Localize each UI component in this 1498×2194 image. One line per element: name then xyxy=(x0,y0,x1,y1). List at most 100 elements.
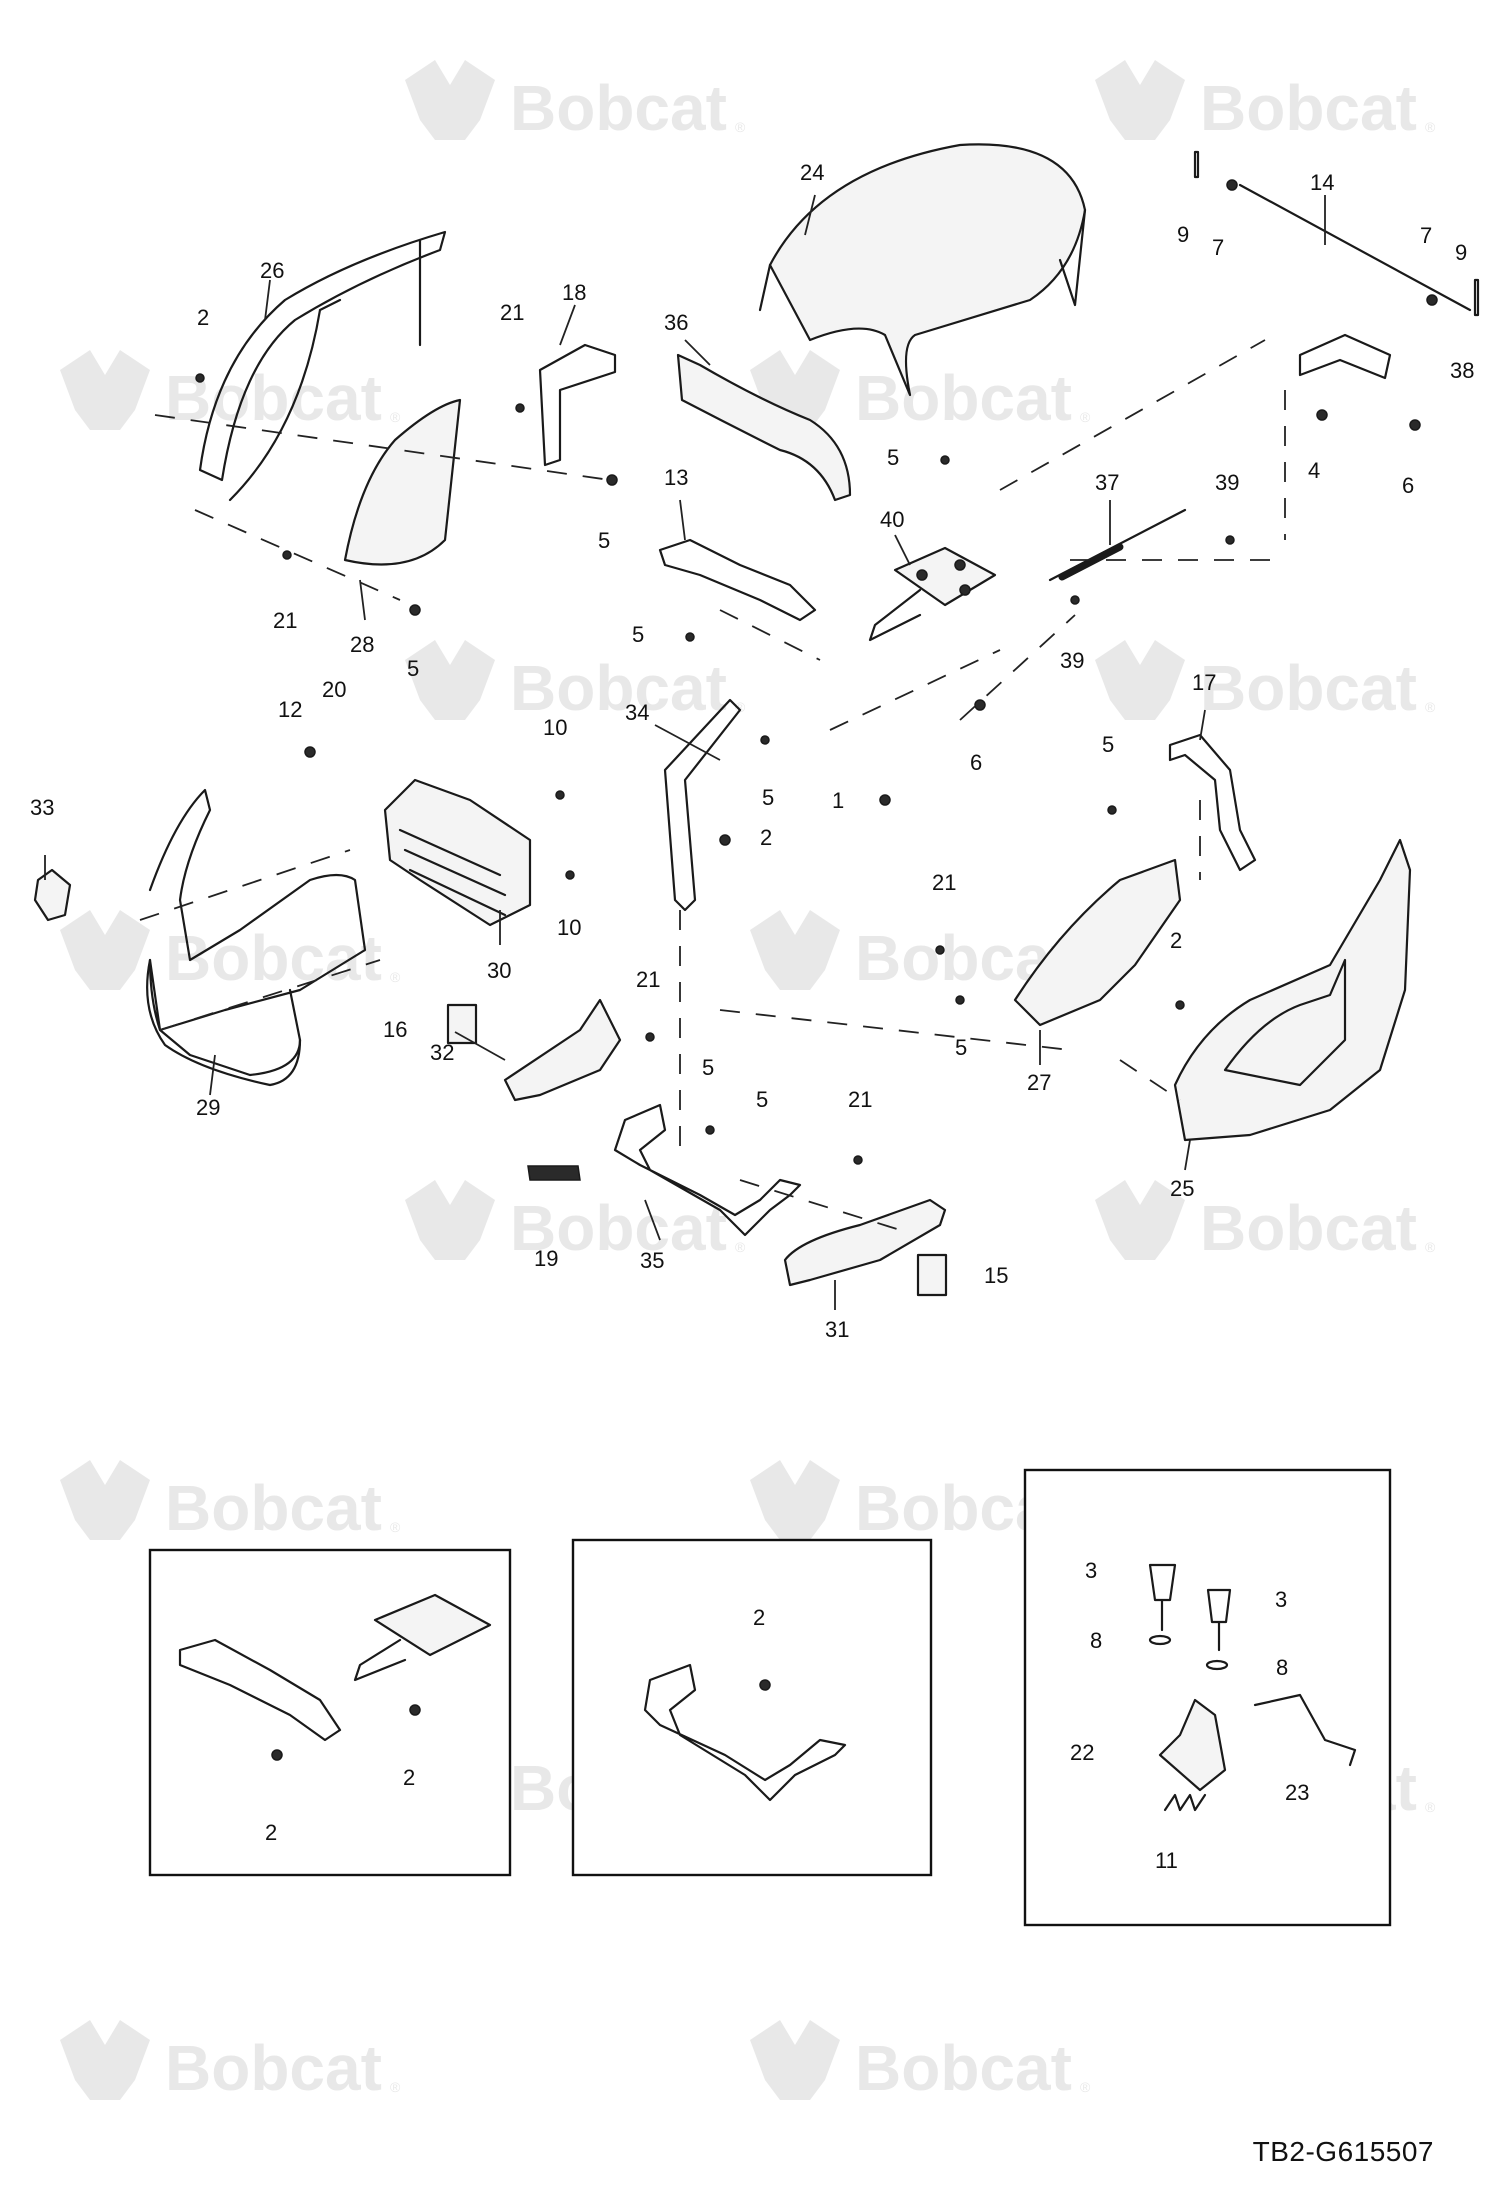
callout-35: 35 xyxy=(640,1248,664,1273)
part-16-foam-block xyxy=(446,1003,478,1045)
callout-30: 30 xyxy=(487,958,511,983)
fastener-icon xyxy=(606,474,618,486)
callout-5: 5 xyxy=(702,1055,714,1080)
leader-line xyxy=(679,499,686,541)
fasteners xyxy=(195,179,1438,1165)
part-13-bracket xyxy=(658,538,817,622)
callout-5: 5 xyxy=(407,656,419,681)
bobcat-logo-icon xyxy=(750,910,840,990)
part-40-hinge-plate xyxy=(893,546,997,607)
inset-1-callout-2: 2 xyxy=(403,1765,415,1790)
watermark-text: Bobcat xyxy=(1200,1192,1417,1264)
callout-5: 5 xyxy=(887,445,899,470)
svg-text:®: ® xyxy=(1080,2079,1091,2095)
fastener-icon xyxy=(565,870,575,880)
callout-18: 18 xyxy=(562,280,586,305)
watermark-3: Bobcat ® xyxy=(60,350,401,434)
callout-21: 21 xyxy=(500,300,524,325)
watermark-6: Bobcat ® xyxy=(1095,640,1436,724)
part-25-right-cowl xyxy=(1173,838,1412,1142)
callout-15: 15 xyxy=(984,1263,1008,1288)
svg-text:®: ® xyxy=(735,119,746,135)
callout-6: 6 xyxy=(970,750,982,775)
watermark-text: Bobcat xyxy=(165,922,382,994)
leader-line xyxy=(559,304,576,346)
inset-2-lower-frame xyxy=(643,1663,847,1802)
callout-5: 5 xyxy=(598,528,610,553)
callout-2: 2 xyxy=(197,305,209,330)
callout-37: 37 xyxy=(1095,470,1119,495)
part-17-bracket xyxy=(1168,733,1257,872)
inset-2-callout-2: 2 xyxy=(753,1605,765,1630)
fastener-icon xyxy=(1226,179,1238,191)
leader-line xyxy=(209,1054,216,1096)
bobcat-logo-icon xyxy=(60,2020,150,2100)
watermark-text: Bobcat xyxy=(165,1472,382,1544)
fastener-icon xyxy=(409,1704,421,1716)
watermark-text: Bobcat xyxy=(165,2032,382,2104)
watermark-11: Bobcat ® xyxy=(60,1460,401,1544)
part-9-pin-right xyxy=(1473,278,1480,317)
callout-34: 34 xyxy=(625,700,649,725)
callout-4: 4 xyxy=(1308,458,1320,483)
part-32-lower-panel xyxy=(503,998,622,1102)
svg-text:®: ® xyxy=(390,409,401,425)
part-38-bracket xyxy=(1298,333,1392,380)
fastener-icon xyxy=(705,1125,715,1135)
callout-32: 32 xyxy=(430,1040,454,1065)
callout-12: 12 xyxy=(278,697,302,722)
leader-line xyxy=(1199,709,1206,741)
callout-17: 17 xyxy=(1192,670,1216,695)
callout-1: 1 xyxy=(832,788,844,813)
watermark-15: Bobcat ® xyxy=(60,2020,401,2104)
callout-29: 29 xyxy=(196,1095,220,1120)
leader-line xyxy=(654,724,721,761)
watermark-1: Bobcat ® xyxy=(405,60,746,144)
inset-1-callout-2: 2 xyxy=(265,1820,277,1845)
fastener-icon xyxy=(759,1679,771,1691)
inset-3-washer xyxy=(1205,1659,1229,1671)
callout-6: 6 xyxy=(1402,473,1414,498)
callout-9: 9 xyxy=(1177,222,1189,247)
callout-5: 5 xyxy=(1102,732,1114,757)
dash-line xyxy=(1119,1059,1181,1101)
leader-line xyxy=(684,339,711,366)
callout-2: 2 xyxy=(760,825,772,850)
part-35-lower-frame xyxy=(613,1103,802,1237)
inset-3-callout-22: 22 xyxy=(1070,1740,1094,1765)
svg-text:®: ® xyxy=(390,1519,401,1535)
fastener-icon xyxy=(760,735,770,745)
watermark-text: Bobcat xyxy=(855,362,1072,434)
fastener-icon xyxy=(1316,409,1328,421)
inset-1-hinge-arm xyxy=(353,1638,407,1682)
callout-21: 21 xyxy=(848,1087,872,1112)
callout-39: 39 xyxy=(1215,470,1239,495)
callout-38: 38 xyxy=(1450,358,1474,383)
watermark-9: Bobcat ® xyxy=(405,1180,746,1264)
part-9-pin-top xyxy=(1193,150,1200,179)
part-31-lower-panel xyxy=(783,1198,947,1287)
svg-text:®: ® xyxy=(1425,1239,1436,1255)
dash-line xyxy=(139,849,351,921)
svg-text:®: ® xyxy=(1080,409,1091,425)
fastener-icon xyxy=(685,632,695,642)
part-37-gas-strut-body xyxy=(1058,543,1124,581)
watermark-text: Bobcat xyxy=(510,72,727,144)
callout-5: 5 xyxy=(756,1087,768,1112)
svg-text:®: ® xyxy=(735,1239,746,1255)
part-40-hole xyxy=(916,569,928,581)
fastener-icon xyxy=(1107,805,1117,815)
inset-3-spring xyxy=(1163,1793,1207,1812)
part-30-grille xyxy=(383,778,532,927)
watermark-7: Bobcat ® xyxy=(60,910,401,994)
bobcat-logo-icon xyxy=(1095,1180,1185,1260)
part-14-rod xyxy=(1238,183,1472,312)
callout-19: 19 xyxy=(534,1246,558,1271)
part-33-latch-knob xyxy=(33,868,72,922)
watermark-text: Bobcat xyxy=(510,1192,727,1264)
callout-21: 21 xyxy=(932,870,956,895)
inset-panel-3: 3 3 8 8 22 23 11 xyxy=(1023,1468,1392,1927)
inset-1-hinge-plate xyxy=(373,1593,492,1657)
inset-3-callout-3: 3 xyxy=(1275,1587,1287,1612)
bobcat-logo-icon xyxy=(1095,60,1185,140)
